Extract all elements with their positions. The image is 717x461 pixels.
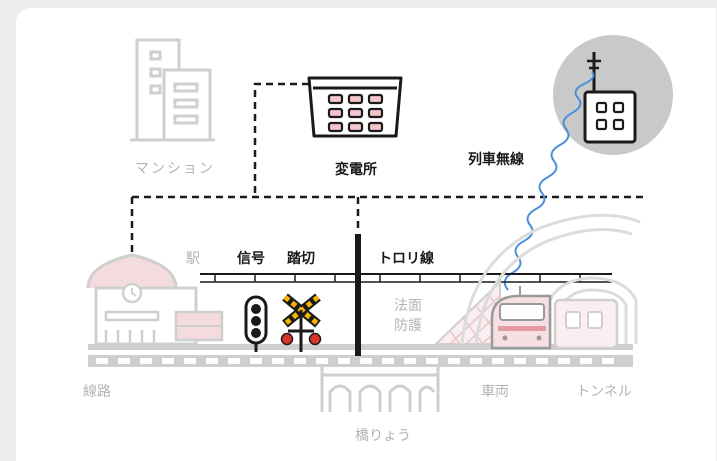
mansion-label: マンション bbox=[135, 161, 215, 177]
tunnel-label: トンネル bbox=[576, 384, 632, 400]
bridge-icon bbox=[320, 367, 440, 412]
mansion-icon bbox=[130, 38, 215, 142]
trolley-wire-pole bbox=[355, 234, 361, 356]
railroad-crossing-icon bbox=[280, 293, 322, 352]
feeder-lines bbox=[130, 82, 648, 255]
slope-protection-label-line1: 法面 bbox=[394, 298, 422, 314]
radio-wave-icon bbox=[503, 71, 595, 291]
station-icon bbox=[86, 253, 224, 346]
vehicle-icon bbox=[490, 286, 619, 350]
diagram-card: マンション 変電所 bbox=[16, 8, 716, 461]
train-radio-antenna-icon bbox=[553, 35, 673, 155]
track-label: 線路 bbox=[83, 384, 111, 400]
catenary-line bbox=[200, 273, 612, 283]
signal-icon bbox=[244, 295, 268, 352]
substation-label: 変電所 bbox=[335, 161, 377, 178]
railway-infrastructure-diagram: マンション 変電所 bbox=[83, 35, 673, 444]
slope-protection-label-line2: 防護 bbox=[394, 318, 422, 334]
tunnel-icon bbox=[460, 213, 641, 345]
signal-label: 信号 bbox=[237, 250, 265, 267]
station-label: 駅 bbox=[186, 251, 200, 267]
crossing-label: 踏切 bbox=[287, 250, 315, 267]
train-radio-label: 列車無線 bbox=[468, 151, 524, 168]
trolley-wire-label: トロリ線 bbox=[378, 250, 434, 267]
bridge-label: 橋りょう bbox=[355, 428, 411, 444]
vehicle-label: 車両 bbox=[481, 383, 509, 400]
substation-icon bbox=[307, 76, 403, 138]
